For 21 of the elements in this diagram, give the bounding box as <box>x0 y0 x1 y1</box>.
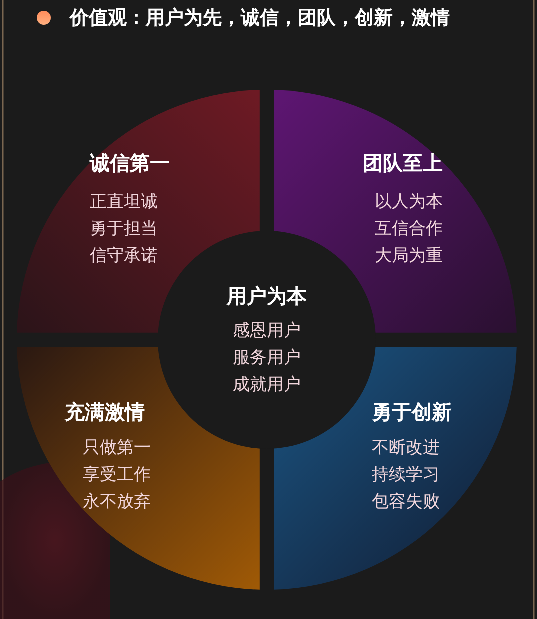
heading: 用户为本 <box>227 283 307 309</box>
value-item: 以人为本 <box>375 190 443 213</box>
value-item: 不断改进 <box>372 437 440 459</box>
value-item: 感恩用户 <box>233 320 301 342</box>
value-item: 持续学习 <box>372 464 440 486</box>
value-item: 享受工作 <box>82 464 151 486</box>
value-item: 信守承诺 <box>90 244 158 267</box>
heading: 充满激情 <box>64 399 145 425</box>
heading: 诚信第一 <box>90 150 170 176</box>
value-item: 只做第一 <box>82 437 151 459</box>
value-item: 包容失败 <box>372 491 440 513</box>
heading: 勇于创新 <box>372 399 452 425</box>
title: 价值观：用户为先，诚信，团队，创新，激情 <box>70 6 450 30</box>
heading: 团队至上 <box>363 150 443 176</box>
value-item: 互信合作 <box>375 218 443 240</box>
value-item: 正直坦诚 <box>90 190 158 213</box>
value-item: 服务用户 <box>233 347 301 369</box>
value-item: 勇于担当 <box>90 218 158 240</box>
value-item: 成就用户 <box>233 374 301 396</box>
value-item: 永不放弃 <box>82 491 151 513</box>
value-item: 大局为重 <box>375 244 443 267</box>
